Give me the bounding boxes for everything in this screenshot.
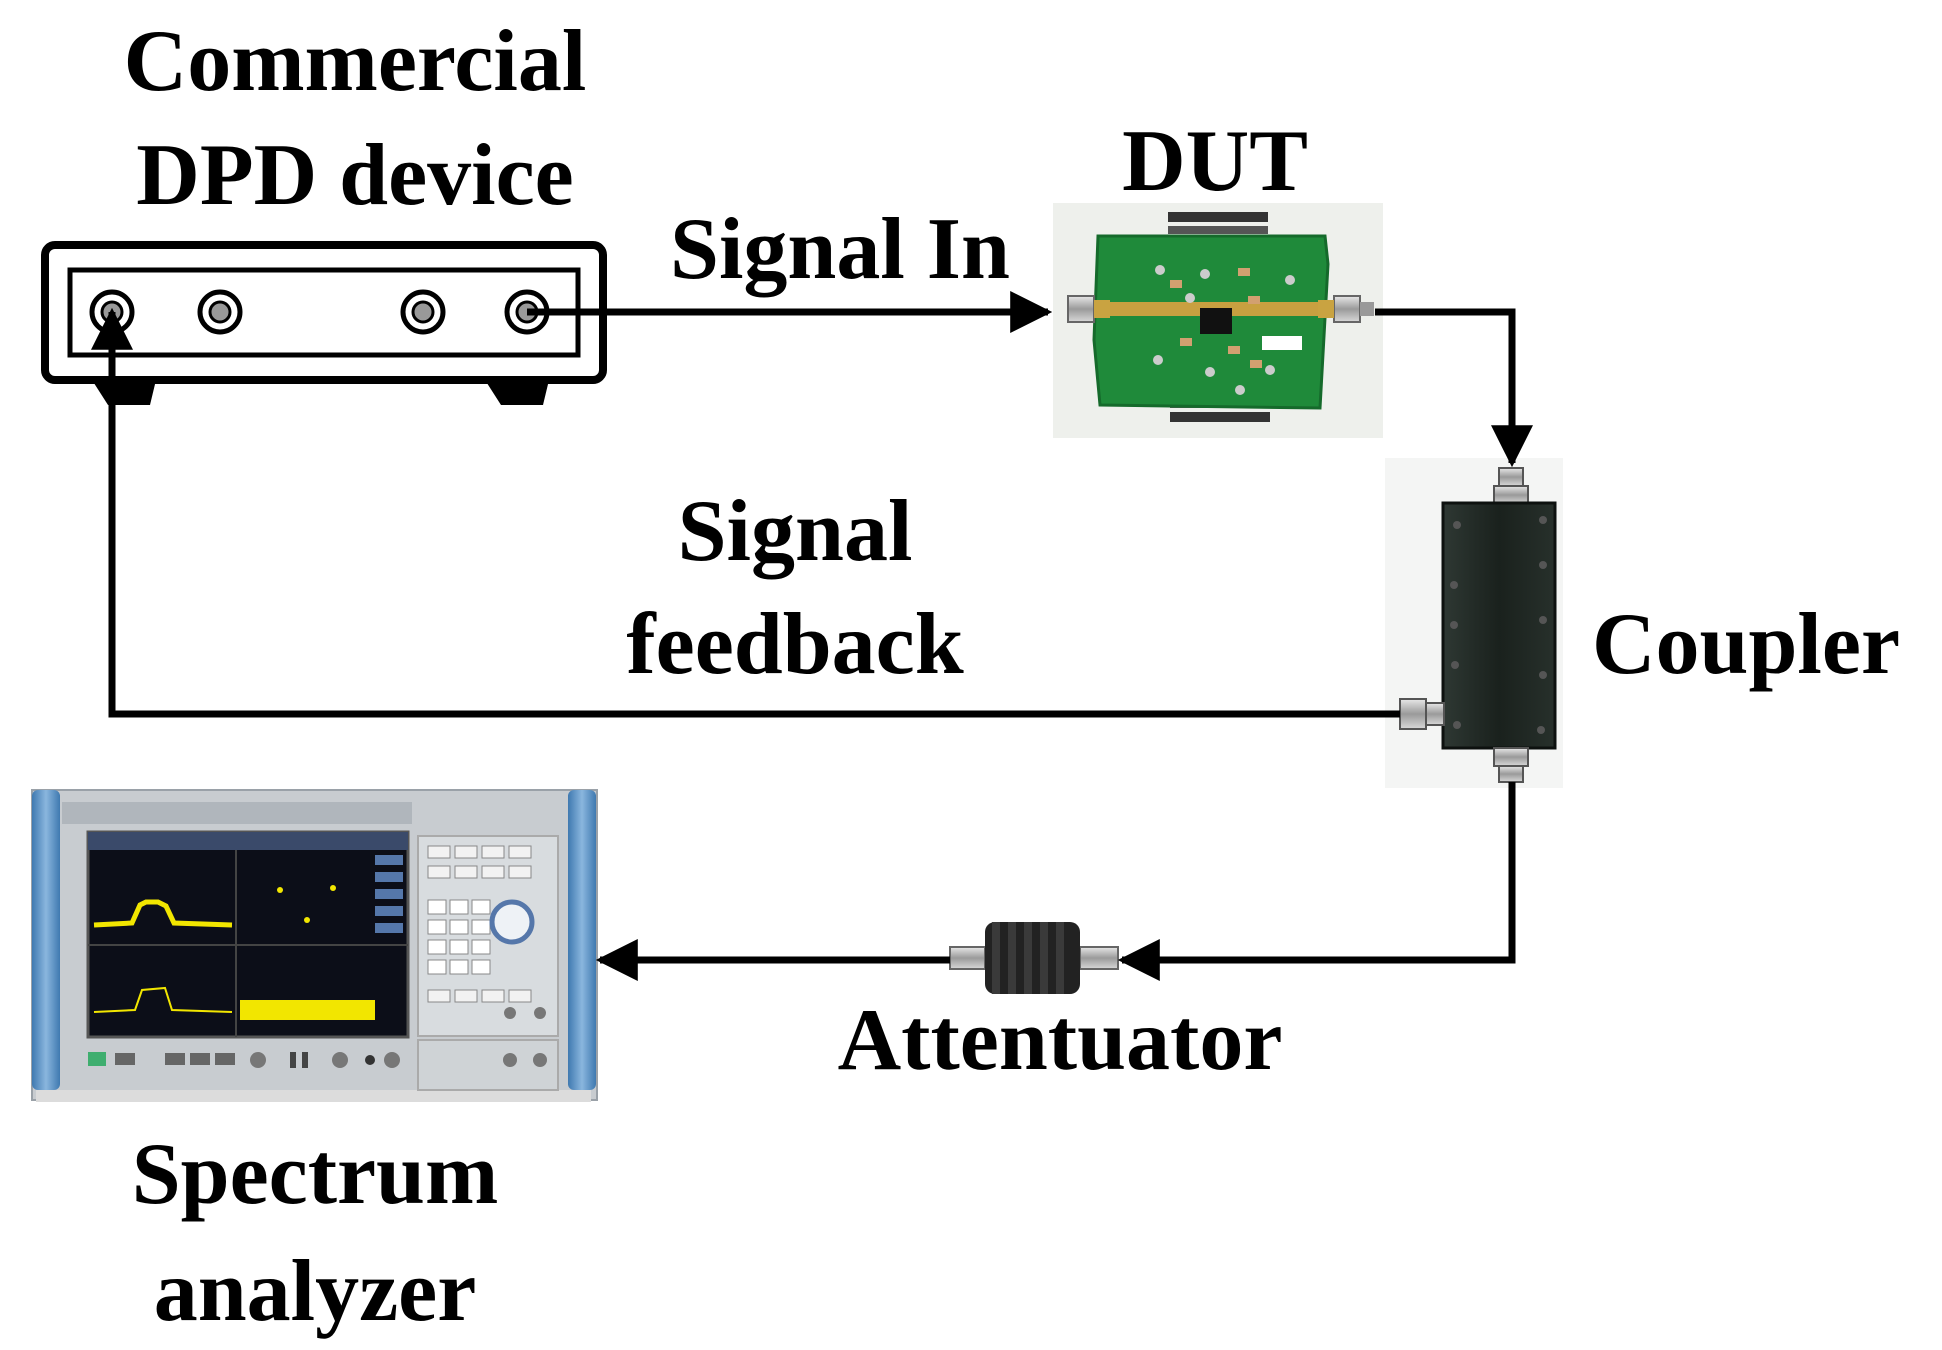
dpd-port-2	[197, 289, 243, 335]
coupler-connector-bottom	[1493, 747, 1529, 783]
spectrum-analyzer-icon	[31, 789, 598, 1102]
coupler-icon	[1385, 458, 1563, 788]
analyzer-keypad	[417, 835, 559, 1037]
analyzer-bottom-controls	[88, 1052, 400, 1068]
coupler-screws	[1450, 516, 1547, 734]
pcb-board-icon	[1053, 203, 1383, 438]
attenuator-icon	[949, 922, 1119, 994]
signal-feedback-label-line1: Signal	[677, 483, 913, 580]
pcb-sma-right	[1318, 295, 1374, 323]
coupler-label: Coupler	[1592, 596, 1900, 693]
analyzer-screen	[86, 830, 410, 1039]
feedback-arrow	[91, 307, 1400, 718]
coupler-to-attenuator-arrow	[1117, 782, 1516, 981]
dpd-port-3	[400, 289, 446, 335]
analyzer-side-softkeys	[375, 855, 403, 933]
analyzer-front-connectors	[417, 1007, 559, 1091]
dut-to-coupler-arrow	[1375, 308, 1533, 468]
coupler-connector-side	[1399, 698, 1445, 730]
dpd-device-label-line2: DPD device	[136, 127, 574, 224]
signal-feedback-label-line2: feedback	[626, 596, 964, 693]
spectrum-analyzer-label-line2: analyzer	[153, 1243, 477, 1340]
attenuator-fins	[985, 922, 1080, 994]
attenuator-label: Attentuator	[837, 992, 1283, 1089]
signal-in-label: Signal In	[670, 201, 1010, 298]
dpd-device-icon	[41, 241, 607, 405]
connection-lines	[91, 291, 1533, 981]
pcb-header-pins-top	[1168, 212, 1268, 234]
dpd-device-label-line1: Commercial	[123, 13, 587, 110]
coupler-connector-top	[1493, 467, 1529, 505]
pcb-sma-left	[1067, 295, 1110, 323]
dut-label: DUT	[1122, 113, 1308, 210]
spectrum-analyzer-label-line1: Spectrum	[131, 1126, 499, 1223]
pcb-components	[1153, 265, 1302, 395]
